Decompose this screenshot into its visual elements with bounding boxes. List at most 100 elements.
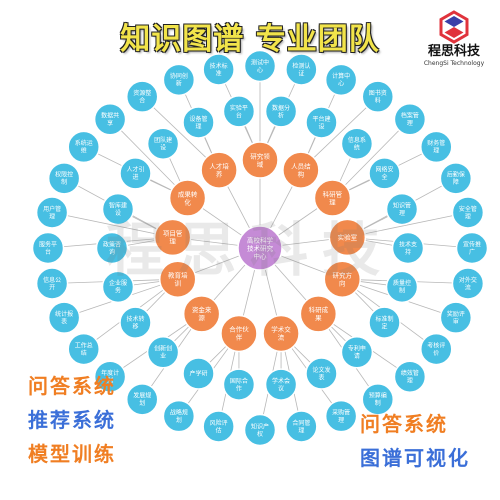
graph-node-blue-label: 年度计 <box>101 369 119 377</box>
graph-node-blue[interactable]: 产学研 <box>182 357 215 390</box>
graph-node-orange-label: 研究领 <box>250 151 270 160</box>
graph-node-orange-label: 构 <box>298 169 305 178</box>
graph-node-blue-label: 流 <box>465 283 471 291</box>
graph-node-blue-circle <box>324 399 358 433</box>
logo-subtitle: ChengSi Technology <box>423 60 485 67</box>
graph-node-blue-label: 进 <box>132 173 138 181</box>
graph-node-blue-label: 务 <box>115 287 121 295</box>
graph-node-blue-label: 专利申 <box>348 345 366 353</box>
graph-node-blue-circle <box>202 53 235 86</box>
graph-node-blue-label: 绩效管 <box>401 369 419 377</box>
graph-node-blue-label: 心 <box>338 81 344 88</box>
graph-node-center-label: 高校科学 <box>247 235 274 244</box>
edge-orange-blue <box>51 212 173 238</box>
graph-node-blue-circle <box>222 95 256 128</box>
graph-node-blue-label: 广 <box>469 248 475 256</box>
graph-node-blue-label: 对外交 <box>459 276 477 284</box>
graph-node-orange[interactable]: 实验室 <box>328 218 367 257</box>
graph-node-blue-label: 测试中 <box>251 58 269 66</box>
graph-node-blue-label: 价 <box>433 350 439 357</box>
graph-node-blue-label: 学术会 <box>272 377 290 385</box>
graph-node-blue-label: 设 <box>160 144 166 152</box>
graph-node-center-label: 中心 <box>254 251 268 260</box>
graph-node-blue-circle <box>119 306 152 339</box>
graph-node-blue-circle <box>340 336 374 369</box>
graph-node-orange-circle <box>200 151 238 189</box>
graph-node-orange-circle <box>328 218 367 257</box>
graph-node-blue-label: 企业服 <box>109 279 127 287</box>
graph-node-blue-circle <box>361 80 395 113</box>
graph-node-blue-label: 产学研 <box>190 370 208 378</box>
graph-node-blue-circle <box>182 106 215 139</box>
graph-node-blue-circle <box>385 192 419 226</box>
graph-node-blue-label: 设 <box>318 122 324 130</box>
